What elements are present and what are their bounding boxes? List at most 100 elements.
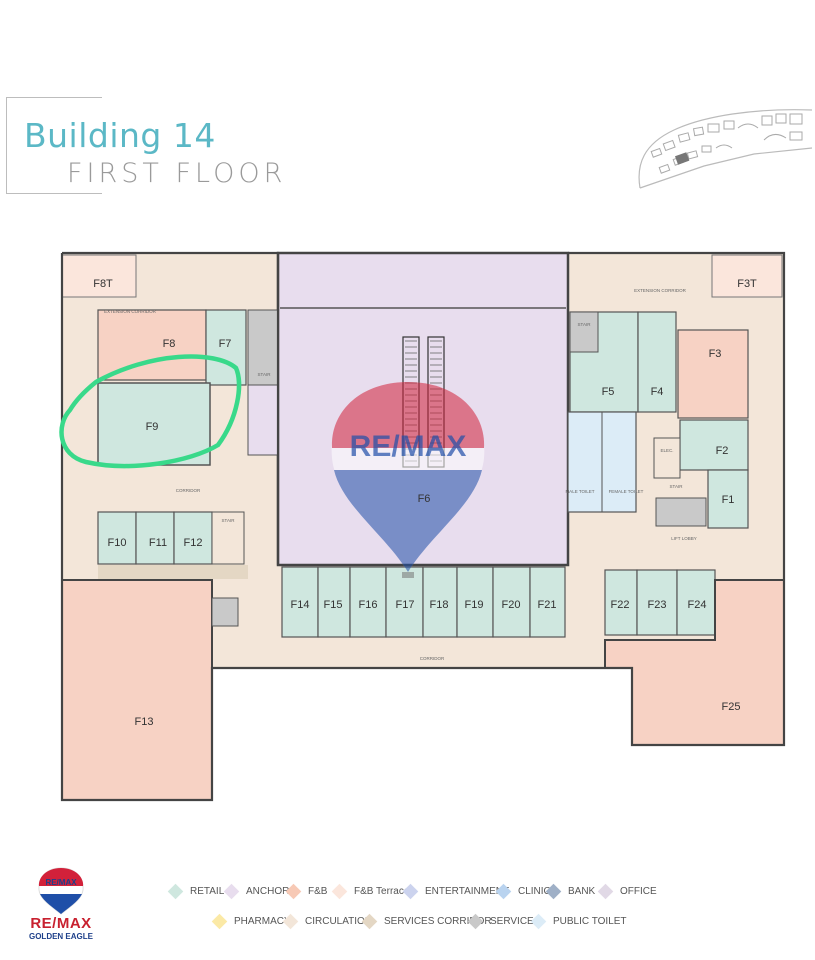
unit-F8T xyxy=(61,254,137,298)
label-F8: F8 xyxy=(163,338,176,350)
unit-F4 xyxy=(637,311,677,413)
legend-item: PUBLIC TOILET xyxy=(530,913,627,930)
label-F20: F20 xyxy=(502,599,521,611)
label-female-toilet: FEMALE TOILET xyxy=(609,489,644,494)
title-frame xyxy=(6,97,102,194)
unit-F3 xyxy=(677,329,749,419)
legend-swatch xyxy=(282,913,299,930)
label-F4: F4 xyxy=(651,386,664,398)
label-F19: F19 xyxy=(465,599,484,611)
legend-swatch xyxy=(285,883,302,900)
legend-label: BANK xyxy=(568,886,596,897)
unit-F17 xyxy=(385,566,424,638)
legend-swatch xyxy=(597,883,614,900)
label-elec: ELEC. xyxy=(660,448,673,453)
label-stair-right-1: STAIR xyxy=(578,322,592,327)
legend-label: ANCHOR xyxy=(246,886,290,897)
unit-F10 xyxy=(97,511,137,565)
legend-item: PHARMACY xyxy=(211,913,291,930)
label-F5: F5 xyxy=(602,386,615,398)
legend-label: PHARMACY xyxy=(234,916,291,927)
remax-watermark xyxy=(331,382,485,578)
f9-highlight-outline xyxy=(59,354,242,469)
legend-swatch xyxy=(223,883,240,900)
unit-F21 xyxy=(529,566,566,638)
legend-item: RETAIL xyxy=(167,883,225,900)
unit-F8 xyxy=(97,309,207,381)
label-corridor-bottom: CORRIDOR xyxy=(420,656,445,661)
label-F18: F18 xyxy=(430,599,449,611)
label-F13: F13 xyxy=(135,716,154,728)
label-F16: F16 xyxy=(359,599,378,611)
legend-label: SERVICES CORRIDOR xyxy=(384,916,492,927)
label-F15: F15 xyxy=(324,599,343,611)
legend-item: OFFICE xyxy=(597,883,657,900)
balloon-icon xyxy=(38,867,84,915)
legend-label: RETAIL xyxy=(190,886,225,897)
legend-item: ENTERTAINMENT xyxy=(402,883,510,900)
legend-label: PUBLIC TOILET xyxy=(553,916,627,927)
unit-F3T xyxy=(711,254,783,298)
label-F21: F21 xyxy=(538,599,557,611)
unit-F2 xyxy=(679,419,749,471)
unit-F1 xyxy=(707,469,749,529)
label-lift-lobby: LIFT LOBBY xyxy=(671,536,696,541)
unit-F9 xyxy=(97,382,211,466)
floor-title: FIRST FLOOR xyxy=(67,158,287,189)
legend-label: F&B xyxy=(308,886,328,897)
label-stair-right-2: STAIR xyxy=(670,484,684,489)
floor-plan: RE/MAX F8T F3T F8 F7 F9 F6 F10 F11 F12 F… xyxy=(59,251,786,802)
logo-subtitle: GOLDEN EAGLE xyxy=(28,932,93,941)
legend-label: ENTERTAINMENT xyxy=(425,886,510,897)
label-F3T: F3T xyxy=(737,278,757,290)
label-stair-left-2: STAIR xyxy=(222,518,236,523)
legend-item: F&B Terrace xyxy=(331,883,410,900)
label-extension-corridor-left: EXTENSION CORRIDOR xyxy=(104,309,157,314)
legend-swatch xyxy=(167,883,184,900)
label-F25: F25 xyxy=(722,701,741,713)
label-F22: F22 xyxy=(611,599,630,611)
label-F12: F12 xyxy=(184,537,203,549)
legend-swatch xyxy=(361,913,378,930)
legend-item: ANCHOR xyxy=(223,883,290,900)
label-extension-corridor-right: EXTENSION CORRIDOR xyxy=(634,288,687,293)
label-F11: F11 xyxy=(149,537,167,549)
legend-label: F&B Terrace xyxy=(354,886,410,897)
remax-logo: RE/MAX RE/MAX GOLDEN EAGLE xyxy=(26,866,96,946)
legend-swatch xyxy=(545,883,562,900)
logo-wordmark: RE/MAX xyxy=(30,915,92,932)
current-building-marker xyxy=(674,152,690,165)
label-F3: F3 xyxy=(709,348,722,360)
unit-F23 xyxy=(636,569,678,636)
legend-swatch xyxy=(495,883,512,900)
label-F2: F2 xyxy=(716,445,729,457)
legend-swatch xyxy=(530,913,547,930)
unit-F12 xyxy=(173,511,213,565)
stair-core-right xyxy=(569,311,599,353)
label-F17: F17 xyxy=(396,599,415,611)
logo-balloon-text: RE/MAX xyxy=(45,878,77,887)
label-F23: F23 xyxy=(648,599,667,611)
label-stair-left-1: STAIR xyxy=(258,372,272,377)
unit-F19 xyxy=(456,566,494,638)
unit-F13 xyxy=(61,579,213,801)
unit-F18 xyxy=(422,566,458,638)
legend-item: F&B xyxy=(285,883,328,900)
legend-item: SERVICES xyxy=(467,913,540,930)
legend-item: CLINIC xyxy=(495,883,551,900)
legend-swatch xyxy=(402,883,419,900)
label-F7: F7 xyxy=(219,338,232,350)
label-F6: F6 xyxy=(418,493,431,505)
legend-swatch xyxy=(211,913,228,930)
stair-core-left xyxy=(247,309,279,386)
legend-swatch xyxy=(467,913,484,930)
legend-label: OFFICE xyxy=(620,886,657,897)
label-male-toilet: MALE TOILET xyxy=(565,489,594,494)
legend-item: BANK xyxy=(545,883,596,900)
site-key-plan xyxy=(638,109,813,189)
label-F1: F1 xyxy=(722,494,735,506)
label-F9: F9 xyxy=(146,421,159,433)
label-F14: F14 xyxy=(291,599,310,611)
lifts-right xyxy=(655,497,707,527)
legend-item: SERVICES CORRIDOR xyxy=(361,913,492,930)
